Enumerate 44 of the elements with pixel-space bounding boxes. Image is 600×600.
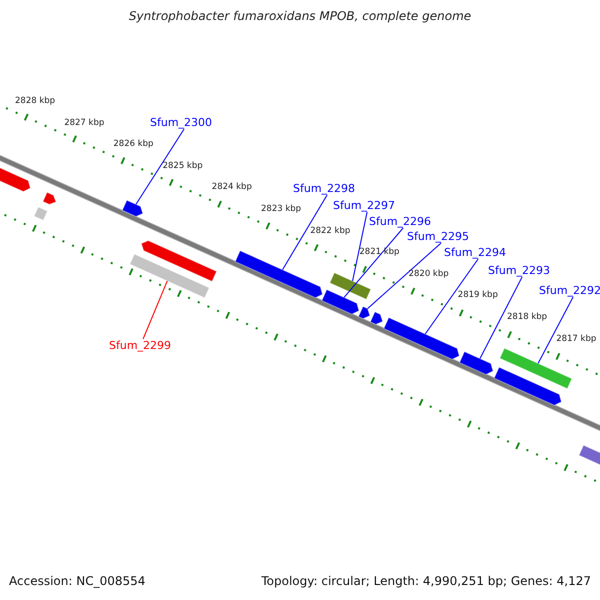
gene-bar bbox=[234, 250, 324, 298]
scale-label: 2821 kbp bbox=[359, 247, 400, 258]
diagram-title: Syntrophobacter fumaroxidans MPOB, complete genome bbox=[128, 9, 472, 23]
scale-label: 2826 kbp bbox=[113, 139, 154, 150]
leader-line bbox=[479, 276, 523, 360]
leader-line bbox=[142, 280, 168, 340]
gene-bar bbox=[33, 206, 48, 221]
leader-line bbox=[352, 212, 368, 282]
scale-label: 2823 kbp bbox=[261, 204, 302, 214]
gene-bar bbox=[370, 311, 384, 325]
scale-label: 2819 kbp bbox=[458, 290, 498, 301]
leader-line bbox=[344, 228, 404, 298]
scale-label: 2817 kbp bbox=[556, 334, 596, 344]
scale-label: 2822 kbp bbox=[310, 226, 350, 236]
gene-bar bbox=[321, 289, 360, 315]
gene-bar bbox=[129, 253, 210, 298]
gene-label: Sfum_2293 bbox=[488, 264, 550, 278]
gene-bar bbox=[358, 306, 370, 320]
leader-line bbox=[282, 194, 328, 270]
scale-label: 2828 kbp bbox=[15, 96, 56, 106]
gene-bar bbox=[329, 272, 372, 300]
gene-label: Sfum_2294 bbox=[444, 246, 506, 260]
gene-bar bbox=[494, 366, 562, 406]
gene-label: Sfum_2295 bbox=[407, 230, 470, 244]
scale-label: 2824 kbp bbox=[212, 182, 252, 193]
footer-text: Topology: circular; Length: 4,990,251 bp; Genes: 4,127 bbox=[261, 574, 591, 588]
gene-bar bbox=[140, 240, 218, 282]
scale-label: 2827 kbp bbox=[64, 118, 104, 128]
gene-label: Sfum_2292 bbox=[539, 284, 600, 298]
gene-bar bbox=[499, 348, 572, 390]
leader-line bbox=[538, 296, 574, 364]
gene-bar bbox=[458, 350, 494, 376]
gene-label: Sfum_2298 bbox=[293, 182, 356, 196]
scale-label: 2818 kbp bbox=[507, 312, 548, 322]
footer-text: Accession: NC_008554 bbox=[9, 574, 146, 588]
scale-label: 2825 kbp bbox=[162, 160, 203, 171]
gene-bar bbox=[42, 192, 57, 205]
gene-label: Sfum_2297 bbox=[333, 199, 396, 212]
gene-bar bbox=[122, 200, 144, 217]
gene-label: Sfum_2299 bbox=[109, 339, 172, 352]
gene-bar bbox=[383, 316, 460, 360]
gene-label: Sfum_2296 bbox=[369, 215, 432, 228]
scale-label: 2820 kbp bbox=[408, 268, 449, 279]
gene-label: Sfum_2300 bbox=[150, 116, 212, 130]
